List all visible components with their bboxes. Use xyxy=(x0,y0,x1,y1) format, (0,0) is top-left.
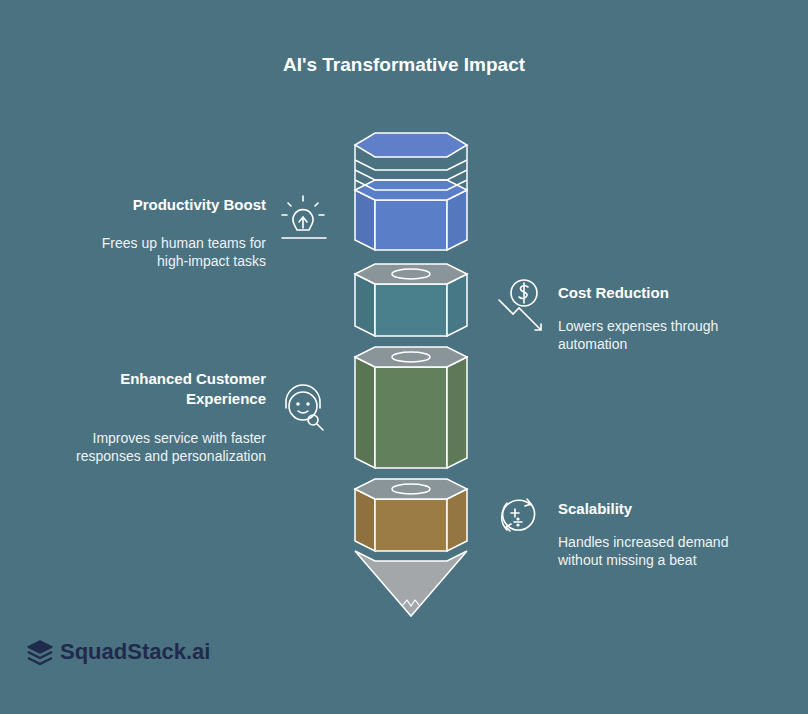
prism-top xyxy=(355,264,467,284)
pencil-tip xyxy=(355,551,467,616)
prism-face xyxy=(375,200,447,250)
cap-edge xyxy=(354,145,356,190)
prism-face xyxy=(375,367,447,468)
logo-icon xyxy=(28,641,52,664)
prism-top xyxy=(355,479,467,499)
prism-face xyxy=(355,357,375,468)
cap-band xyxy=(355,170,467,180)
section-heading: Productivity Boost xyxy=(90,195,266,215)
pencil-stack xyxy=(355,133,467,616)
prism-hole xyxy=(392,269,430,279)
section-heading: Scalability xyxy=(558,499,758,519)
prism-top xyxy=(355,180,467,200)
diagram-title: AI's Transformative Impact xyxy=(0,53,808,78)
headset-icon xyxy=(286,385,323,430)
scalability-icon xyxy=(502,499,535,531)
prism-hole xyxy=(392,484,430,494)
section-body: Frees up human teams for high-impact tas… xyxy=(76,234,266,270)
prism-hole xyxy=(392,352,430,362)
section-body: Lowers expenses through automation xyxy=(558,317,738,353)
prism-segment xyxy=(355,264,467,336)
prism-face xyxy=(375,499,447,551)
cost-icon xyxy=(499,280,541,330)
section-heading: Cost Reduction xyxy=(558,283,758,303)
prism-segment xyxy=(355,347,467,468)
prism-top xyxy=(355,347,467,367)
cap-edge xyxy=(466,145,468,190)
tip-lead xyxy=(403,600,419,606)
prism-segment xyxy=(355,479,467,551)
lightbulb-icon xyxy=(282,196,326,238)
section-heading: Enhanced Customer Experience xyxy=(96,369,266,408)
prism-segment xyxy=(355,180,467,250)
section-body: Improves service with faster responses a… xyxy=(70,429,266,465)
cap-band xyxy=(355,180,467,190)
brand-logo-text: SquadStack.ai xyxy=(60,638,280,667)
prism-face xyxy=(447,357,467,468)
cap-band xyxy=(355,160,467,170)
section-body: Handles increased demand without missing… xyxy=(558,533,753,569)
cap-top xyxy=(355,133,467,157)
prism-face xyxy=(375,284,447,336)
